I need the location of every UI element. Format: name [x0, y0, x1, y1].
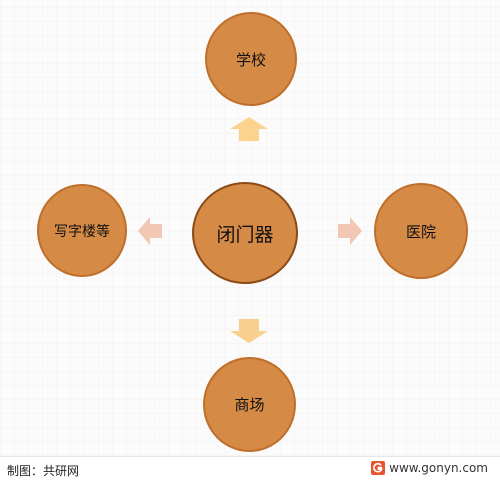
arrow-left-shape — [138, 217, 162, 245]
arrow-right-icon — [338, 217, 362, 245]
brand-link[interactable]: www.gonyn.com — [371, 461, 488, 475]
node-shopping-mall-label: 商场 — [234, 396, 265, 414]
node-hospital: 医院 — [374, 183, 468, 279]
node-shopping-mall: 商场 — [203, 357, 296, 452]
node-office-buildings-label: 写字楼等 — [54, 223, 110, 240]
arrow-down-shape — [230, 319, 268, 343]
footer: 制图：共研网 www.gonyn.com — [0, 456, 500, 483]
gonyn-logo-icon — [371, 461, 386, 475]
node-door-closer: 闭门器 — [192, 182, 298, 284]
arrow-up-shape — [230, 117, 268, 141]
arrow-up-icon — [230, 117, 268, 141]
arrow-down-icon — [230, 319, 268, 343]
brand-url: www.gonyn.com — [389, 461, 488, 475]
node-hospital-label: 医院 — [405, 222, 436, 241]
diagram-canvas: 学校 写字楼等 闭门器 医院 商场 — [0, 0, 500, 456]
node-school: 学校 — [205, 12, 297, 106]
arrow-right-shape — [338, 217, 362, 245]
arrow-left-icon — [138, 217, 162, 245]
node-school-label: 学校 — [235, 50, 266, 69]
node-office-buildings: 写字楼等 — [37, 184, 127, 277]
source-credit: 制图：共研网 — [7, 464, 80, 478]
node-door-closer-label: 闭门器 — [216, 223, 274, 246]
